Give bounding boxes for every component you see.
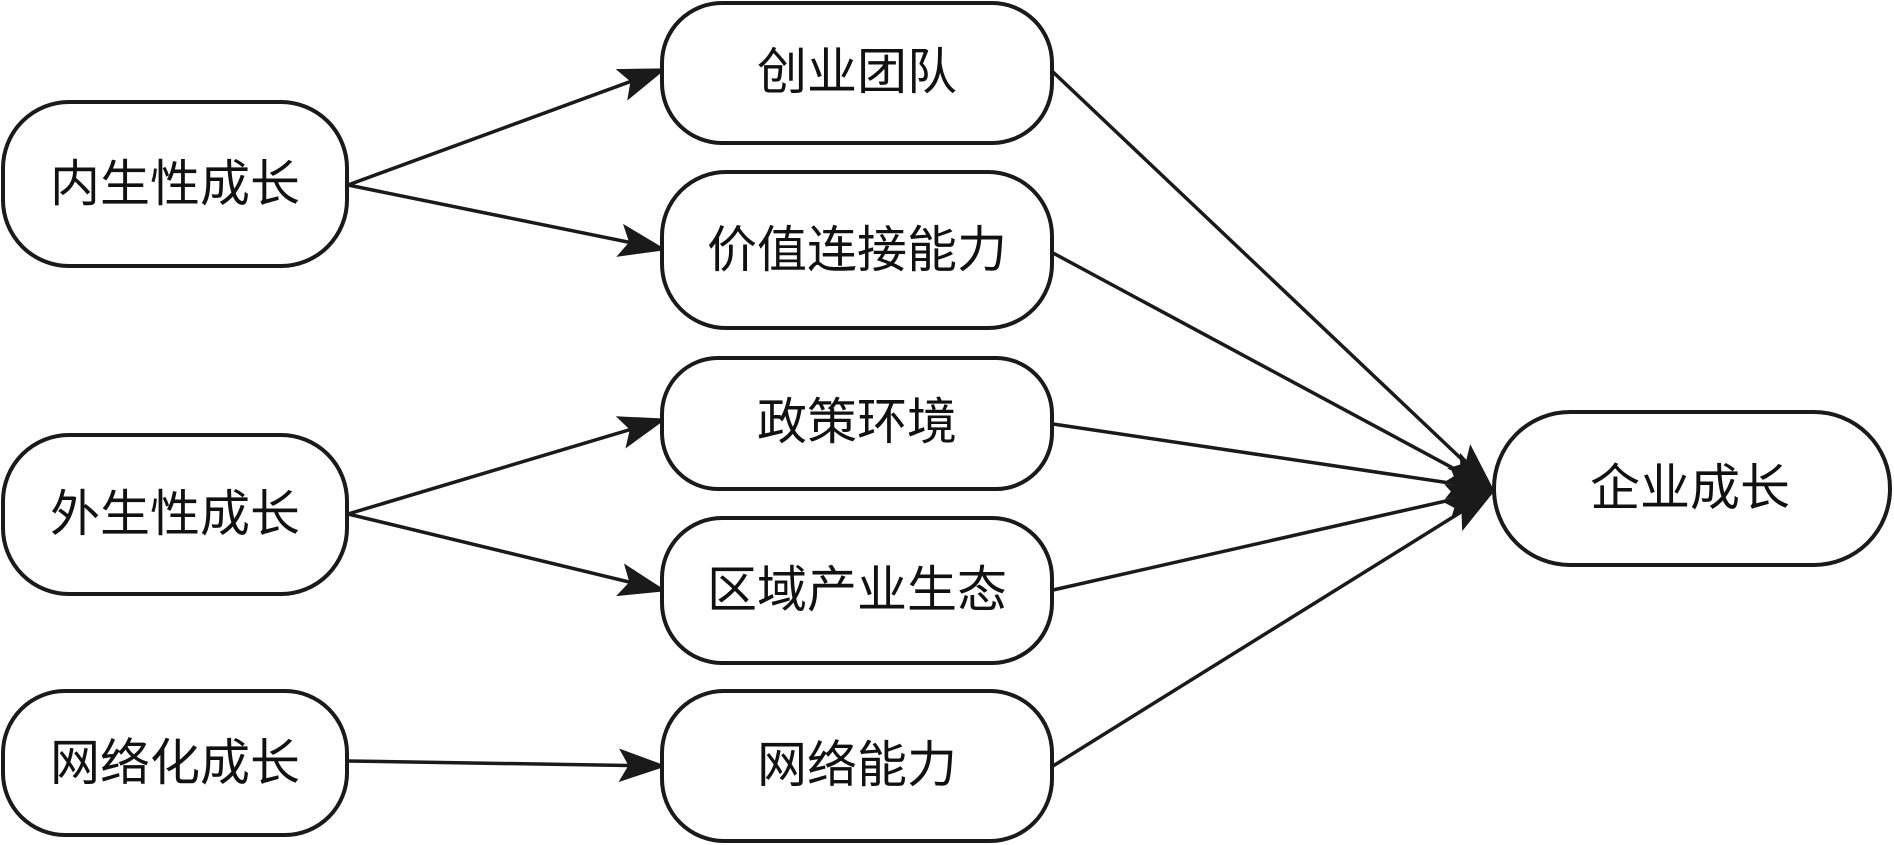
node-outer-growth-label: 外生性成长 — [50, 485, 300, 543]
edge-network-growth-to-ability — [347, 748, 667, 783]
edge-policy-to-growth — [1052, 422, 1495, 500]
edge-outer-to-policy — [347, 416, 667, 516]
edge-regional-to-growth — [1052, 484, 1495, 592]
edge-network-ability-to-growth — [1052, 491, 1495, 768]
edge-team-to-growth — [1051, 70, 1494, 490]
node-team: 创业团队 — [660, 1, 1054, 145]
node-network-growth-label: 网络化成长 — [50, 734, 300, 792]
node-team-label: 创业团队 — [757, 43, 957, 101]
edge-inner-to-team — [347, 68, 667, 187]
node-enterprise-growth-label: 企业成长 — [1590, 459, 1790, 517]
node-policy-label: 政策环境 — [757, 393, 957, 451]
node-value-link: 价值连接能力 — [660, 170, 1054, 330]
node-inner-growth: 内生性成长 — [1, 100, 349, 268]
node-inner-growth-label: 内生性成长 — [50, 155, 300, 213]
node-network-growth: 网络化成长 — [1, 689, 349, 837]
node-policy: 政策环境 — [660, 356, 1054, 491]
node-regional-ecology-label: 区域产业生态 — [707, 561, 1007, 619]
edges — [347, 68, 1495, 783]
node-network-ability: 网络能力 — [660, 689, 1054, 843]
node-regional-ecology: 区域产业生态 — [660, 516, 1054, 665]
edge-inner-to-value-link — [347, 183, 667, 257]
edge-value-link-to-growth — [1052, 251, 1495, 491]
node-enterprise-growth: 企业成长 — [1492, 410, 1892, 567]
node-outer-growth: 外生性成长 — [1, 433, 349, 596]
node-network-ability-label: 网络能力 — [757, 736, 957, 794]
node-value-link-label: 价值连接能力 — [707, 221, 1007, 279]
edge-outer-to-regional — [347, 512, 667, 597]
